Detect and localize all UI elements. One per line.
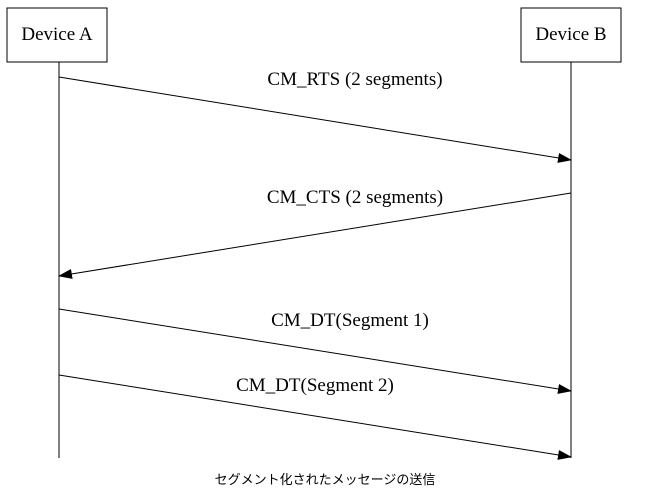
message-arrow-rts: [58, 76, 572, 163]
message-label-dt2: CM_DT(Segment 2): [236, 375, 394, 396]
participant-label-device-a: Device A: [21, 24, 93, 45]
participant-box-device-a: [6, 7, 108, 63]
message-arrow-dt2: [58, 374, 572, 460]
message-arrow-dt1: [58, 308, 572, 394]
participant-label-device-b: Device B: [535, 24, 606, 45]
message-label-cts: CM_CTS (2 segments): [267, 187, 443, 208]
message-arrow-cts: [58, 192, 572, 279]
message-label-rts: CM_RTS (2 segments): [267, 69, 442, 90]
message-label-dt1: CM_DT(Segment 1): [271, 310, 429, 331]
diagram-caption: セグメント化されたメッセージの送信: [215, 473, 436, 488]
participant-box-device-b: [520, 7, 622, 63]
